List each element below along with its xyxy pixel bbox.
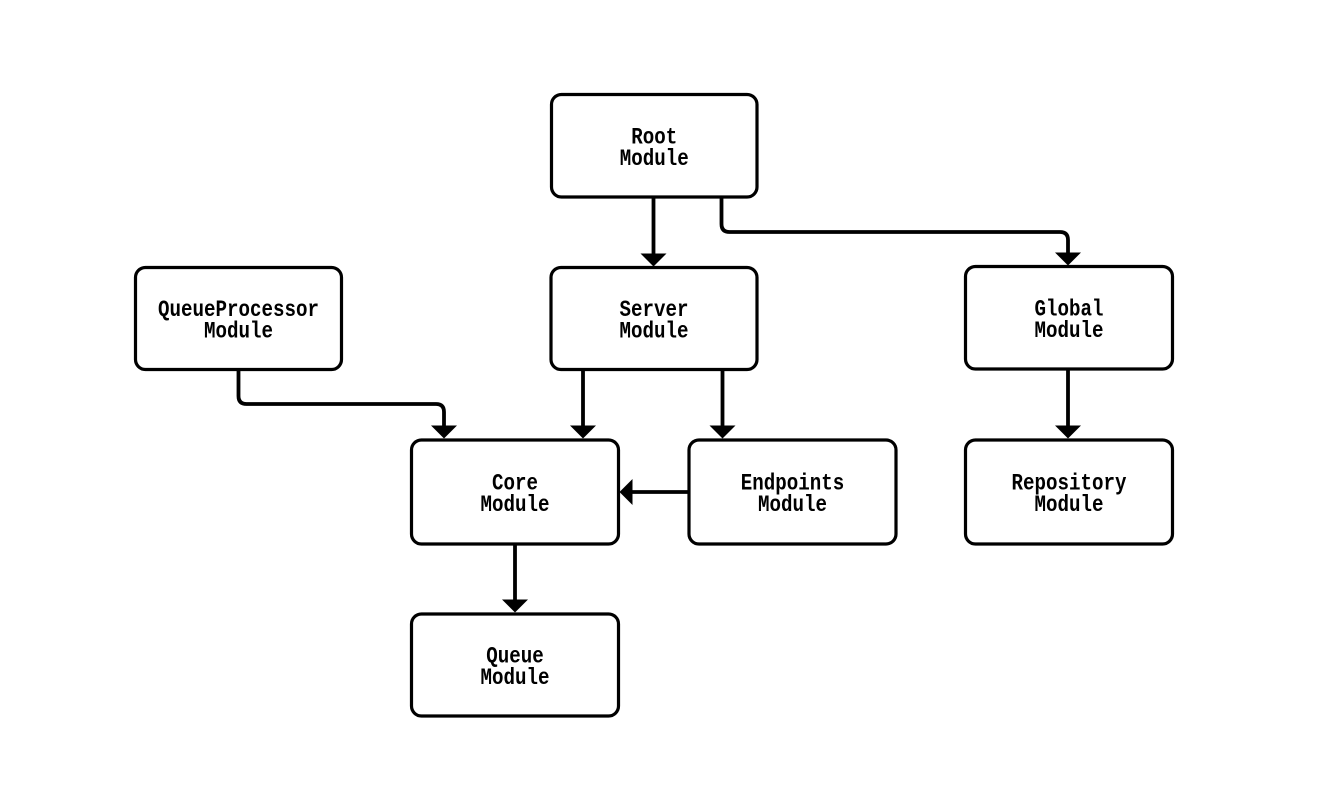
svg-text:ServerModule: ServerModule: [620, 297, 689, 345]
svg-text:RepositoryModule: RepositoryModule: [1012, 471, 1127, 519]
svg-text:QueueModule: QueueModule: [481, 644, 550, 692]
svg-text:RootModule: RootModule: [620, 124, 689, 172]
svg-text:CoreModule: CoreModule: [481, 471, 550, 519]
svg-text:QueueProcessorModule: QueueProcessorModule: [158, 297, 319, 345]
svg-text:EndpointsModule: EndpointsModule: [741, 471, 845, 519]
svg-text:GlobalModule: GlobalModule: [1035, 296, 1104, 344]
